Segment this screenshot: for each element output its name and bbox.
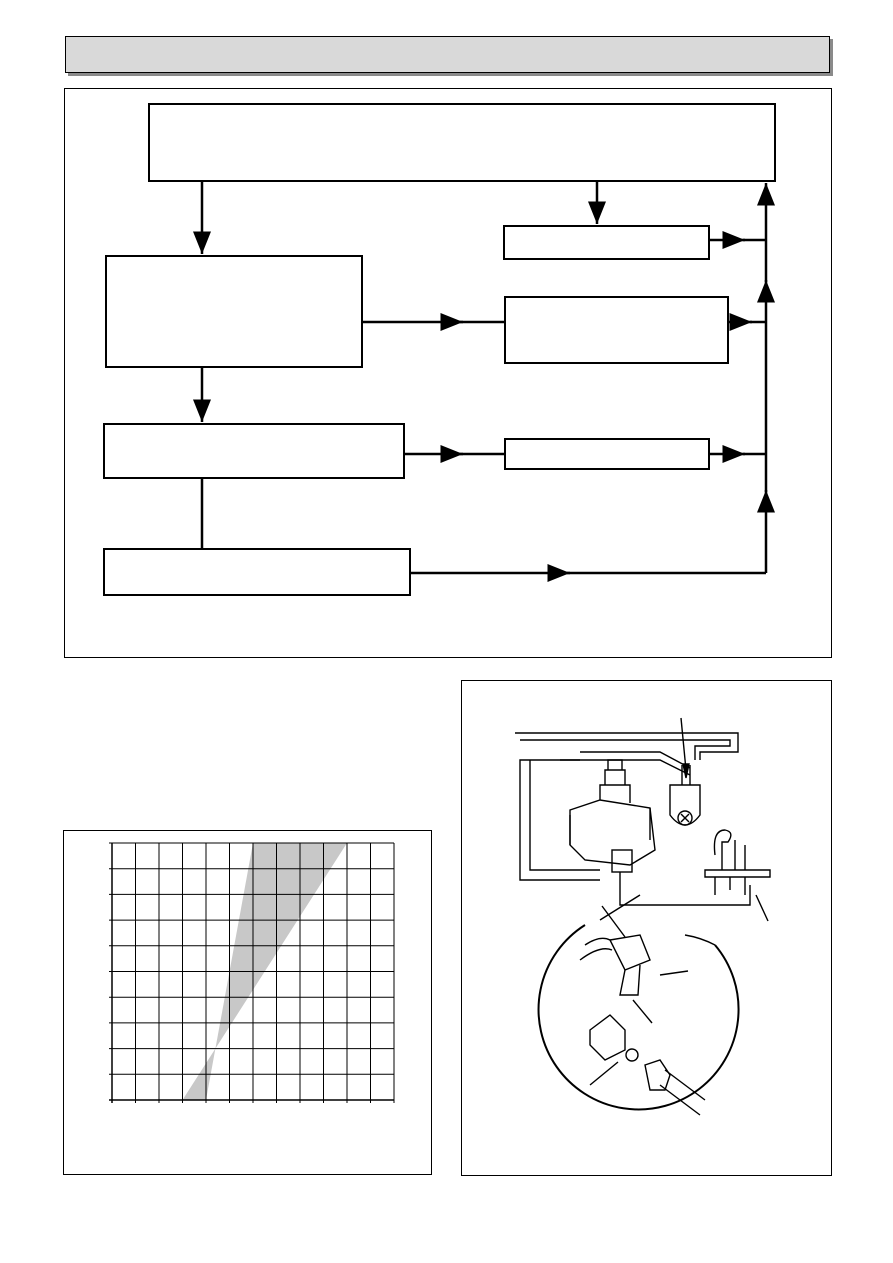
flowchart-box-small-right-1 (503, 225, 710, 260)
leader-arrow-pilot (755, 894, 769, 922)
flowchart-box-top (148, 103, 776, 182)
gas-valve-body-icon (569, 759, 751, 906)
thermocouple-plug-icon (669, 765, 701, 826)
flowchart-box-right-mid (504, 296, 729, 364)
capillary-pipe (519, 759, 600, 881)
flowchart-box-bottom (103, 548, 411, 596)
section-header-bar (65, 36, 830, 73)
magnifier-circle (537, 924, 740, 1111)
flowchart-box-small-right-2 (504, 438, 710, 470)
pilot-burner-icon (704, 829, 771, 895)
flowchart-box-left-mid (103, 423, 405, 479)
leader-arrow-3 (632, 999, 653, 1024)
illustration-panel (461, 680, 832, 1176)
leader-arrow-plug (680, 717, 687, 771)
leader-arrow-2 (659, 970, 689, 976)
connector-detail-icon (579, 934, 706, 1116)
leader-arrow-4 (589, 1061, 619, 1086)
flowchart-box-left-large (105, 255, 363, 368)
leader-arrow-1 (601, 905, 626, 938)
